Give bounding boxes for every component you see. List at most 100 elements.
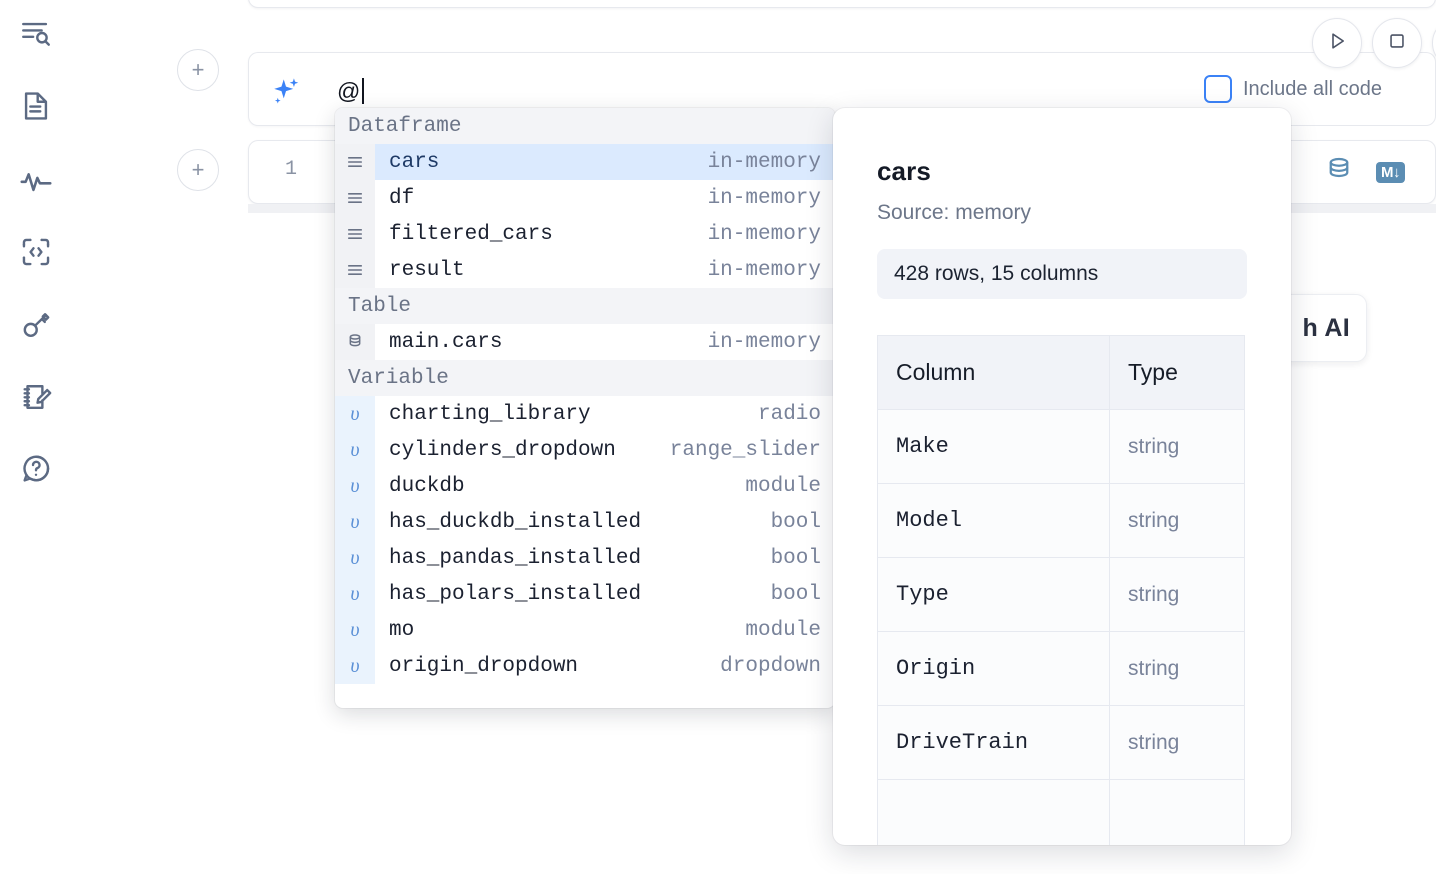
variable-icon: υ (335, 396, 375, 432)
run-cell-button[interactable] (1312, 18, 1362, 68)
dataframe-icon (335, 252, 375, 288)
add-cell-below-button[interactable]: + (177, 149, 219, 191)
autocomplete-item-name: main.cars (375, 331, 708, 354)
autocomplete-item-meta: range_slider (670, 439, 835, 462)
add-cell-above-button[interactable]: + (177, 49, 219, 91)
autocomplete-group-header: Variable (335, 360, 835, 396)
table-row-partial (878, 780, 1245, 846)
stop-cell-button[interactable] (1372, 18, 1422, 68)
sidebar-item-explore[interactable] (14, 12, 58, 56)
autocomplete-item-meta: radio (758, 403, 835, 426)
schema-column-type: string (1110, 706, 1245, 780)
autocomplete-item[interactable]: main.carsin-memory (335, 324, 835, 360)
doc-shape-badge: 428 rows, 15 columns (877, 249, 1247, 299)
autocomplete-item[interactable]: υcylinders_dropdownrange_slider (335, 432, 835, 468)
checkbox-box-icon (1204, 75, 1232, 103)
doc-title: cars (877, 156, 1247, 187)
schema-column-name: Origin (878, 632, 1110, 706)
autocomplete-item-meta: in-memory (708, 151, 835, 174)
sidebar (0, 0, 72, 874)
autocomplete-item[interactable]: υorigin_dropdowndropdown (335, 648, 835, 684)
schema-column-type (1110, 780, 1245, 846)
autocomplete-item-name: origin_dropdown (375, 655, 720, 678)
markdown-icon[interactable]: M↓ (1376, 162, 1405, 183)
ai-prompt-input[interactable]: @ (337, 73, 1154, 109)
schema-column-type: string (1110, 484, 1245, 558)
column-header-column: Column (878, 336, 1110, 410)
include-all-code-label: Include all code (1243, 78, 1382, 101)
autocomplete-item-name: filtered_cars (375, 223, 708, 246)
autocomplete-item[interactable]: υduckdbmodule (335, 468, 835, 504)
more-cell-actions-button[interactable] (1432, 18, 1436, 68)
schema-column-name (878, 780, 1110, 846)
autocomplete-item-name: mo (375, 619, 745, 642)
sparkles-icon (269, 75, 303, 109)
schema-column-name: DriveTrain (878, 706, 1110, 780)
include-all-code-checkbox[interactable]: Include all code (1204, 75, 1382, 103)
sidebar-item-runtime[interactable] (14, 158, 58, 202)
cell-output-icons: M↓ (1324, 155, 1405, 190)
autocomplete-item[interactable]: υcharting_libraryradio (335, 396, 835, 432)
explore-icon (19, 17, 53, 51)
autocomplete-group-header: Table (335, 288, 835, 324)
autocomplete-item[interactable]: υhas_pandas_installedbool (335, 540, 835, 576)
database-icon[interactable] (1324, 155, 1354, 190)
autocomplete-item-meta: dropdown (720, 655, 835, 678)
stop-square-icon (1386, 30, 1408, 57)
cell-run-controls (1312, 18, 1436, 68)
variable-icon: υ (335, 540, 375, 576)
autocomplete-item[interactable]: filtered_carsin-memory (335, 216, 835, 252)
dataframe-icon (335, 144, 375, 180)
autocomplete-item[interactable]: carsin-memory (335, 144, 835, 180)
autocomplete-item[interactable]: υhas_duckdb_installedbool (335, 504, 835, 540)
doc-source: Source: memory (877, 201, 1247, 225)
variable-icon: υ (335, 576, 375, 612)
sidebar-item-help[interactable] (14, 447, 58, 491)
play-icon (1325, 29, 1349, 58)
autocomplete-item[interactable]: resultin-memory (335, 252, 835, 288)
column-header-type: Type (1110, 336, 1245, 410)
autocomplete-item-meta: bool (771, 511, 835, 534)
text-cursor (362, 78, 364, 104)
activity-icon (18, 162, 54, 198)
documentation-panel: cars Source: memory 428 rows, 15 columns… (833, 108, 1291, 845)
variable-icon: υ (335, 432, 375, 468)
autocomplete-item-name: has_polars_installed (375, 583, 771, 606)
autocomplete-dropdown[interactable]: Dataframecarsin-memorydfin-memoryfiltere… (335, 108, 835, 708)
autocomplete-item[interactable]: υmomodule (335, 612, 835, 648)
autocomplete-group-header: Dataframe (335, 108, 835, 144)
autocomplete-item-meta: bool (771, 547, 835, 570)
schema-column-type: string (1110, 410, 1245, 484)
autocomplete-item-meta: in-memory (708, 259, 835, 282)
sidebar-item-secrets[interactable] (14, 303, 58, 347)
table-row: DriveTrainstring (878, 706, 1245, 780)
autocomplete-item-name: duckdb (375, 475, 745, 498)
document-icon (19, 89, 53, 123)
table-row: Makestring (878, 410, 1245, 484)
autocomplete-item-name: result (375, 259, 708, 282)
embed-icon (19, 235, 53, 269)
autocomplete-item-name: df (375, 187, 708, 210)
autocomplete-item-name: charting_library (375, 403, 758, 426)
autocomplete-item[interactable]: υhas_polars_installedbool (335, 576, 835, 612)
generate-with-ai-label: h AI (1303, 314, 1351, 343)
autocomplete-item-meta: in-memory (708, 331, 835, 354)
autocomplete-item-meta: module (745, 619, 835, 642)
table-icon (335, 324, 375, 360)
sidebar-item-embed[interactable] (14, 230, 58, 274)
schema-column-type: string (1110, 632, 1245, 706)
sidebar-item-scratchpad[interactable] (14, 375, 58, 419)
autocomplete-item-meta: module (745, 475, 835, 498)
dataframe-icon (335, 216, 375, 252)
autocomplete-item-name: has_pandas_installed (375, 547, 771, 570)
help-icon (19, 452, 53, 486)
autocomplete-item[interactable]: dfin-memory (335, 180, 835, 216)
variable-icon: υ (335, 504, 375, 540)
previous-cell-stub (248, 0, 1436, 8)
variable-icon: υ (335, 468, 375, 504)
schema-column-name: Type (878, 558, 1110, 632)
schema-column-name: Make (878, 410, 1110, 484)
autocomplete-item-meta: in-memory (708, 187, 835, 210)
plus-icon: + (192, 159, 205, 181)
sidebar-item-notebook[interactable] (14, 84, 58, 128)
